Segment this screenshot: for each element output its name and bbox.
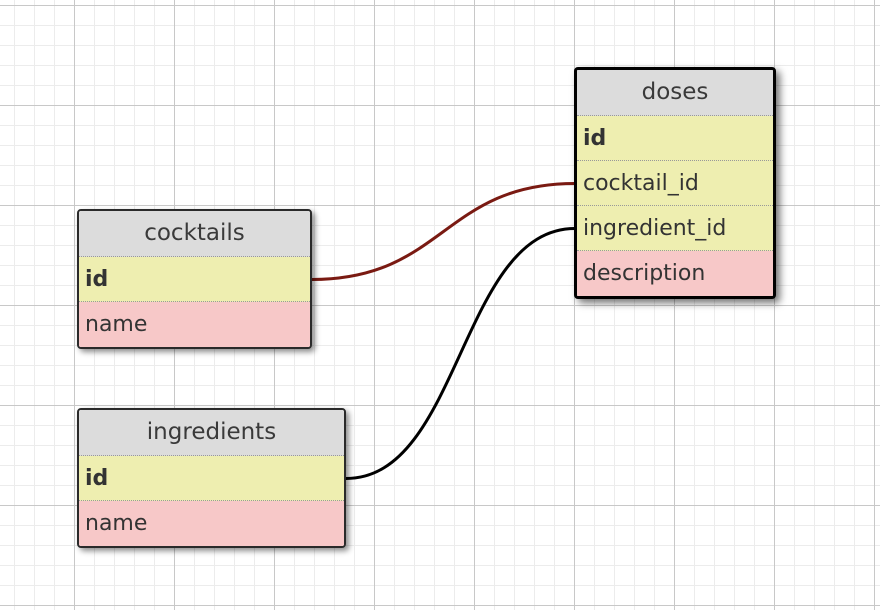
field-row[interactable]: cocktail_id [577, 161, 773, 206]
table-doses[interactable]: doses id cocktail_id ingredient_id descr… [574, 67, 776, 299]
field-row[interactable]: ingredient_id [577, 206, 773, 251]
table-title[interactable]: doses [577, 70, 773, 116]
relation-line-ingredients-doses[interactable] [345, 227, 576, 480]
field-row[interactable]: name [79, 501, 344, 546]
table-title[interactable]: cocktails [79, 211, 310, 257]
table-ingredients[interactable]: ingredients id name [77, 408, 346, 548]
table-cocktails[interactable]: cocktails id name [77, 209, 312, 349]
field-row[interactable]: name [79, 302, 310, 347]
field-row[interactable]: id [79, 257, 310, 302]
field-row[interactable]: description [577, 251, 773, 296]
relation-line-cocktails-doses[interactable] [311, 182, 576, 281]
field-row[interactable]: id [79, 456, 344, 501]
table-title[interactable]: ingredients [79, 410, 344, 456]
field-row[interactable]: id [577, 116, 773, 161]
